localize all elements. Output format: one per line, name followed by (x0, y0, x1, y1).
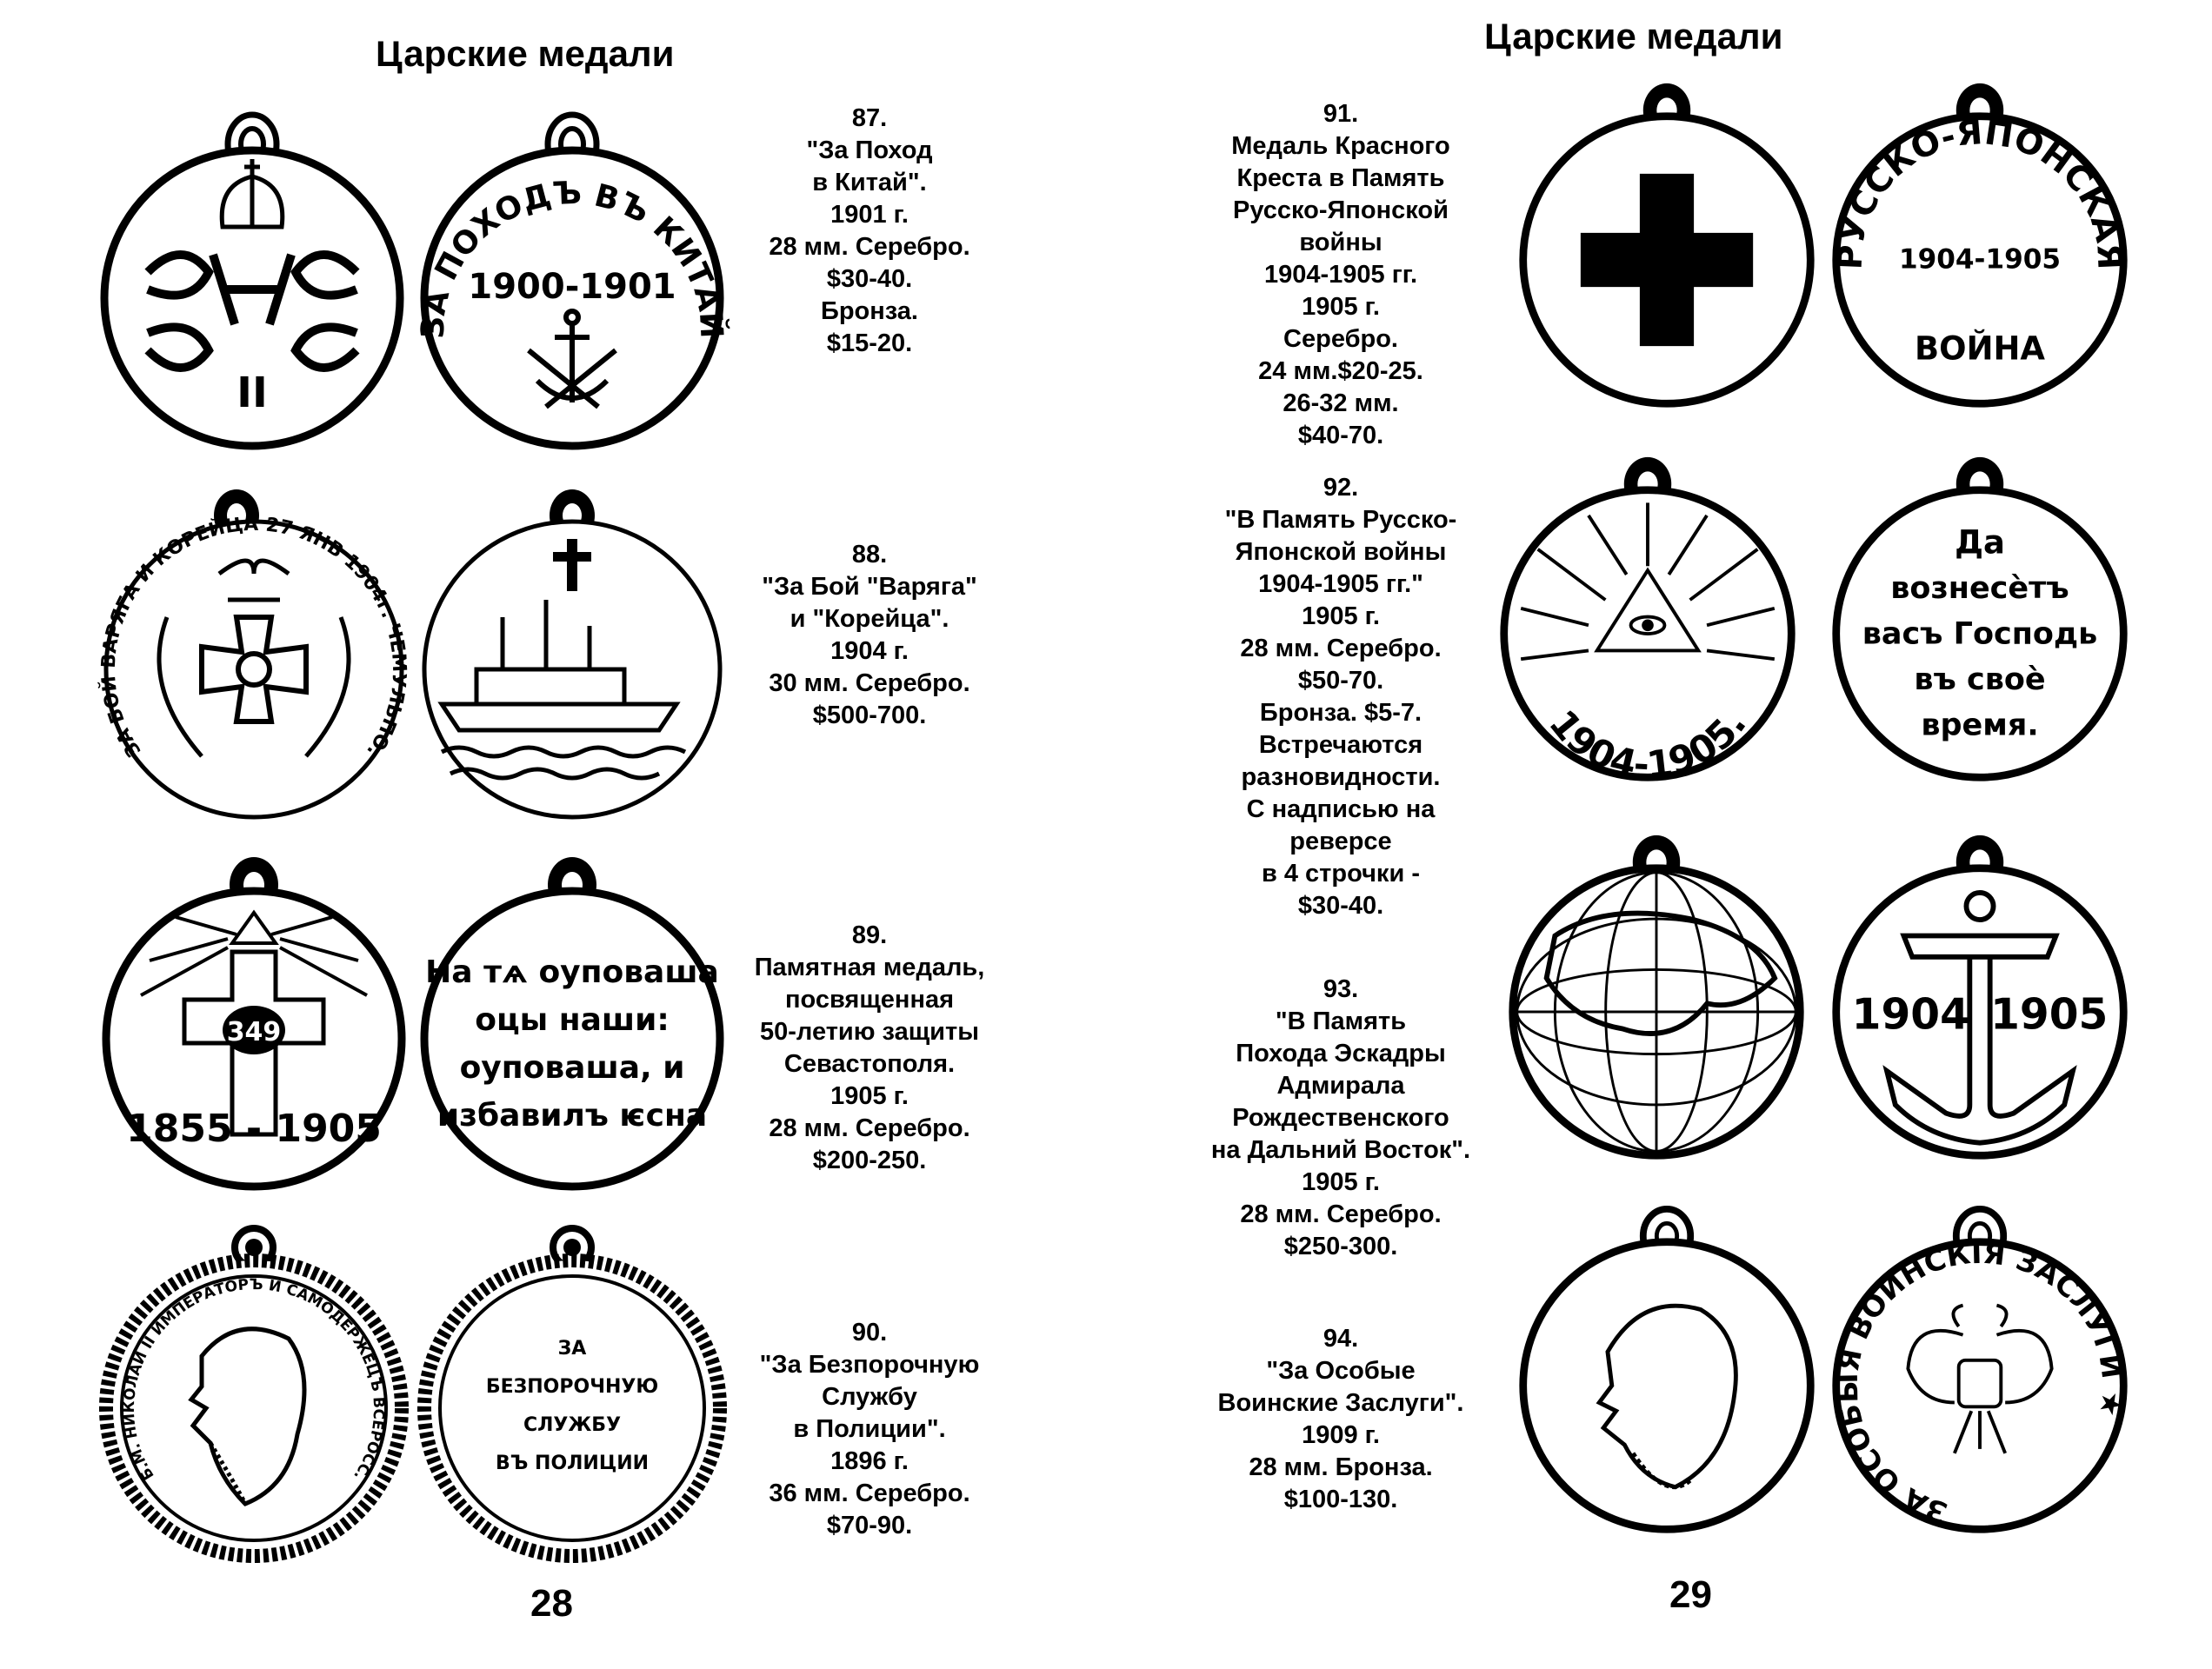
medal-90-line-2: БЕЗПОРОЧНУЮ (486, 1376, 658, 1398)
anchor-icon (1882, 890, 2077, 1146)
medal-89-line-2: оцы наши: (475, 1002, 670, 1038)
st-george-cross-icon (199, 615, 309, 724)
medal-89-years: 1855 - 1905 (126, 1107, 382, 1151)
medal-89-number: 349 (227, 1017, 282, 1047)
medal-92-reverse: Да вознесѐтъ васъ Господь въ своѐ время. (1832, 456, 2128, 781)
medal-89-reverse: На тѧ оуповаша оцы наши: оуповаша, и изб… (420, 857, 724, 1191)
medal-92-line-4: въ своѐ (1914, 662, 2045, 697)
medal-94-reverse: ЗА ОСОБЫЯ ВОИНСКІЯ ЗАСЛУГИ ★ (1830, 1205, 2129, 1533)
caption-88: 88."За Бой "Варяга"и "Корейца".1904 г.30… (762, 541, 977, 729)
medal-91-reverse: РУССКО-ЯПОНСКАЯ 1904-1905 ВОЙНА (1830, 83, 2129, 408)
medal-87-years: 1900-1901 (468, 267, 676, 307)
radiant-eye-icon (1520, 502, 1776, 662)
double-headed-eagle-icon (1906, 1303, 2054, 1454)
radiant-eye-icon (140, 909, 368, 997)
medal-91-bottom: ВОЙНА (1915, 329, 2045, 368)
medal-93-year-left: 1904 (1852, 990, 1969, 1039)
medal-92-obverse: 1904-1905. (1500, 456, 1796, 788)
medal-87-reverse: ЗА ПОХОДЪ ВЪ КИТАЙ 1900-1901 (416, 111, 730, 450)
globe-icon (1516, 871, 1797, 1153)
medal-89-line-1: На тѧ оуповаша (425, 954, 719, 990)
page-left: Царские медали II ЗА ПОХОДЪ ВЪ КИТАЙ 190… (97, 33, 985, 1625)
medal-89-line-4: избавилъ ѥсна (437, 1098, 707, 1134)
laurel-wreath-icon (157, 558, 351, 758)
page-number: 28 (530, 1582, 573, 1625)
medal-87-numeral: II (237, 369, 268, 417)
medal-89-line-3: оуповаша, и (460, 1050, 685, 1086)
imperial-crown-icon (219, 159, 285, 229)
medal-92-line-1: Да (1955, 524, 2005, 562)
medal-93-obverse (1509, 834, 1804, 1160)
orthodox-cross-icon (553, 539, 591, 591)
medal-90-line-4: ВЪ ПОЛИЦИИ (496, 1453, 649, 1474)
page-number: 29 (1669, 1573, 1712, 1616)
medal-92-line-2: вознесѐтъ (1890, 571, 2069, 606)
tsar-portrait-icon (1596, 1303, 1738, 1490)
page-heading: Царские медали (1484, 16, 1783, 57)
red-cross-icon (1580, 173, 1754, 347)
medal-94-obverse (1519, 1205, 1815, 1533)
page-heading: Царские медали (376, 33, 675, 74)
medal-90-line-3: СЛУЖБУ (523, 1414, 621, 1436)
medal-92-line-5: время. (1921, 708, 2038, 743)
medal-93-year-right: 1905 (1990, 990, 2108, 1039)
medal-91-obverse (1519, 83, 1815, 408)
medal-90-reverse: ЗА БЕЗПОРОЧНУЮ СЛУЖБУ ВЪ ПОЛИЦИИ (417, 1225, 727, 1563)
medal-90-line-1: ЗА (558, 1338, 587, 1360)
cross-icon (182, 949, 326, 1137)
medal-89-obverse: 349 1855 - 1905 (102, 857, 406, 1191)
cruiser-ship-icon (437, 600, 687, 781)
medal-90-obverse: Б.М. НИКОЛАЙ II ИМПЕРАТОРЪ И САМОДЕРЖЕЦЪ… (99, 1225, 409, 1563)
medal-88-reverse (422, 489, 723, 820)
tsar-portrait-icon (188, 1327, 307, 1506)
medal-93-reverse: 1904 1905 (1832, 834, 2128, 1160)
anchor-icon (527, 309, 617, 409)
medal-87-obverse: II (100, 111, 404, 450)
medal-91-years: 1904-1905 (1899, 244, 2061, 276)
medal-88-obverse: ЗА БОЙ ВАРЯГА И КОРЕЙЦА 27 ЯНВ 1904г. ЧЕ… (97, 489, 410, 820)
medal-92-line-3: васъ Господь (1862, 617, 2098, 652)
monogram-icon (144, 250, 360, 372)
